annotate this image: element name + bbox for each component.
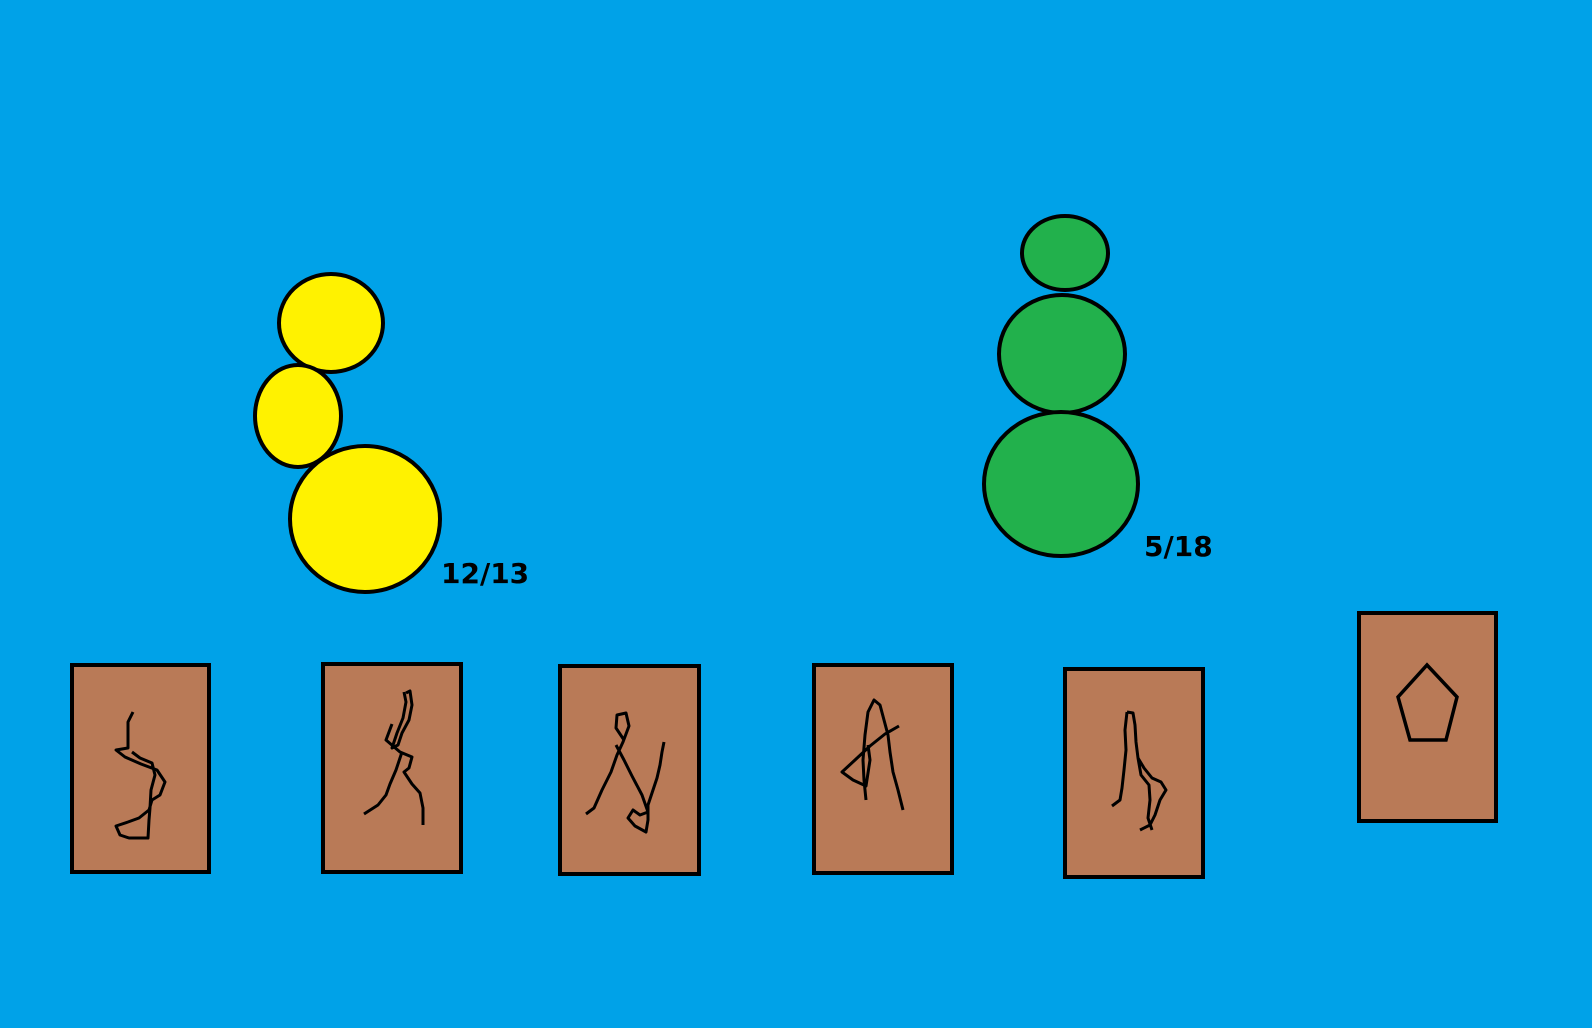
card-2[interactable] <box>321 662 463 874</box>
card-6[interactable] <box>1357 611 1498 823</box>
enemy-creature-body <box>982 410 1140 558</box>
card-4-face <box>812 663 954 875</box>
enemy-creature[interactable] <box>982 214 1140 558</box>
card-3[interactable] <box>558 664 701 876</box>
scribble-glyph <box>840 698 905 811</box>
player-hp-label: 12/13 <box>441 557 529 590</box>
hand <box>70 662 1205 879</box>
card-4[interactable] <box>812 663 954 875</box>
scribble-glyph <box>114 711 167 840</box>
scribble-glyph <box>585 711 666 834</box>
card-5[interactable] <box>1063 667 1205 879</box>
player-creature[interactable] <box>253 272 442 594</box>
enemy-creature-head <box>1020 214 1110 292</box>
card-6-face <box>1357 611 1498 823</box>
enemy-hp-label: 5/18 <box>1144 530 1213 563</box>
card-1[interactable] <box>70 663 211 874</box>
enemy-creature-middle <box>997 293 1127 415</box>
pentagon-icon <box>1396 662 1459 742</box>
player-creature-head <box>277 272 385 374</box>
scribble-glyph <box>363 689 425 825</box>
player-creature-middle <box>253 363 343 469</box>
scribble-glyph <box>1111 710 1168 832</box>
card-2-face <box>321 662 463 874</box>
card-1-face <box>70 663 211 874</box>
player-creature-body <box>288 444 442 594</box>
card-5-face <box>1063 667 1205 879</box>
